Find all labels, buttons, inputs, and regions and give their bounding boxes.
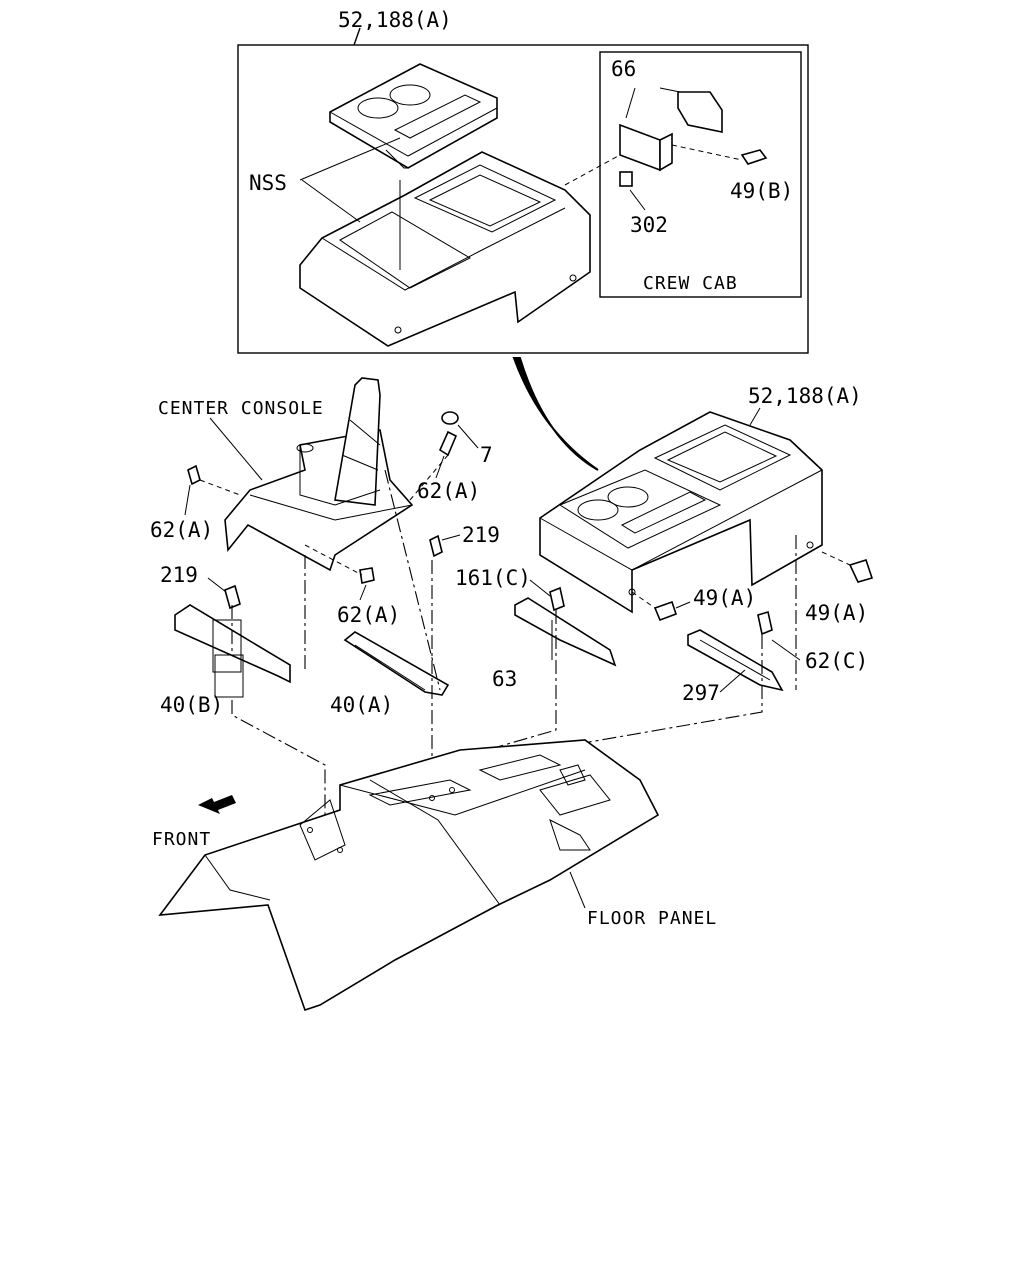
label-302: 302 (630, 213, 668, 237)
label-49a-right: 49(A) (805, 601, 868, 625)
label-40b: 40(B) (160, 693, 223, 717)
label-40a: 40(A) (330, 693, 393, 717)
label-62a-top: 62(A) (417, 479, 480, 503)
label-7: 7 (480, 443, 493, 467)
fasteners-left (187, 411, 459, 610)
console-base-inset (299, 137, 591, 347)
cup-holder-tray (329, 63, 498, 169)
center-console-auto (539, 411, 823, 614)
label-62a-left: 62(A) (150, 518, 213, 542)
label-nss: NSS (249, 171, 287, 195)
label-49a-mid: 49(A) (693, 586, 756, 610)
bracket-40b (174, 604, 291, 698)
arrow-down-left-icon (198, 795, 236, 814)
inset-frame (237, 27, 809, 354)
label-219-right: 219 (462, 523, 500, 547)
label-floor-panel: FLOOR PANEL (587, 908, 717, 929)
label-62a-mid: 62(A) (337, 603, 400, 627)
floor-panel (158, 739, 660, 1012)
label-right-ref: 52,188(A) (748, 384, 862, 408)
label-62c: 62(C) (805, 649, 868, 673)
center-console-manual (224, 377, 414, 572)
label-top-ref: 52,188(A) (338, 8, 452, 32)
label-49b: 49(B) (730, 179, 793, 203)
label-161c: 161(C) (455, 566, 531, 590)
label-297: 297 (682, 681, 720, 705)
label-center-console: CENTER CONSOLE (158, 398, 324, 419)
label-66: 66 (611, 57, 636, 81)
crew-cab-parts (564, 87, 768, 211)
label-219-left: 219 (160, 563, 198, 587)
label-63: 63 (492, 667, 517, 691)
transition-arrow (512, 357, 599, 471)
bracket-297 (687, 629, 784, 692)
crew-cab-box (599, 51, 802, 298)
label-front: FRONT (152, 829, 211, 850)
bracket-40a (343, 631, 450, 696)
fasteners-right (549, 551, 874, 636)
label-crew-cab: CREW CAB (643, 273, 738, 294)
bracket-63 (514, 597, 617, 667)
